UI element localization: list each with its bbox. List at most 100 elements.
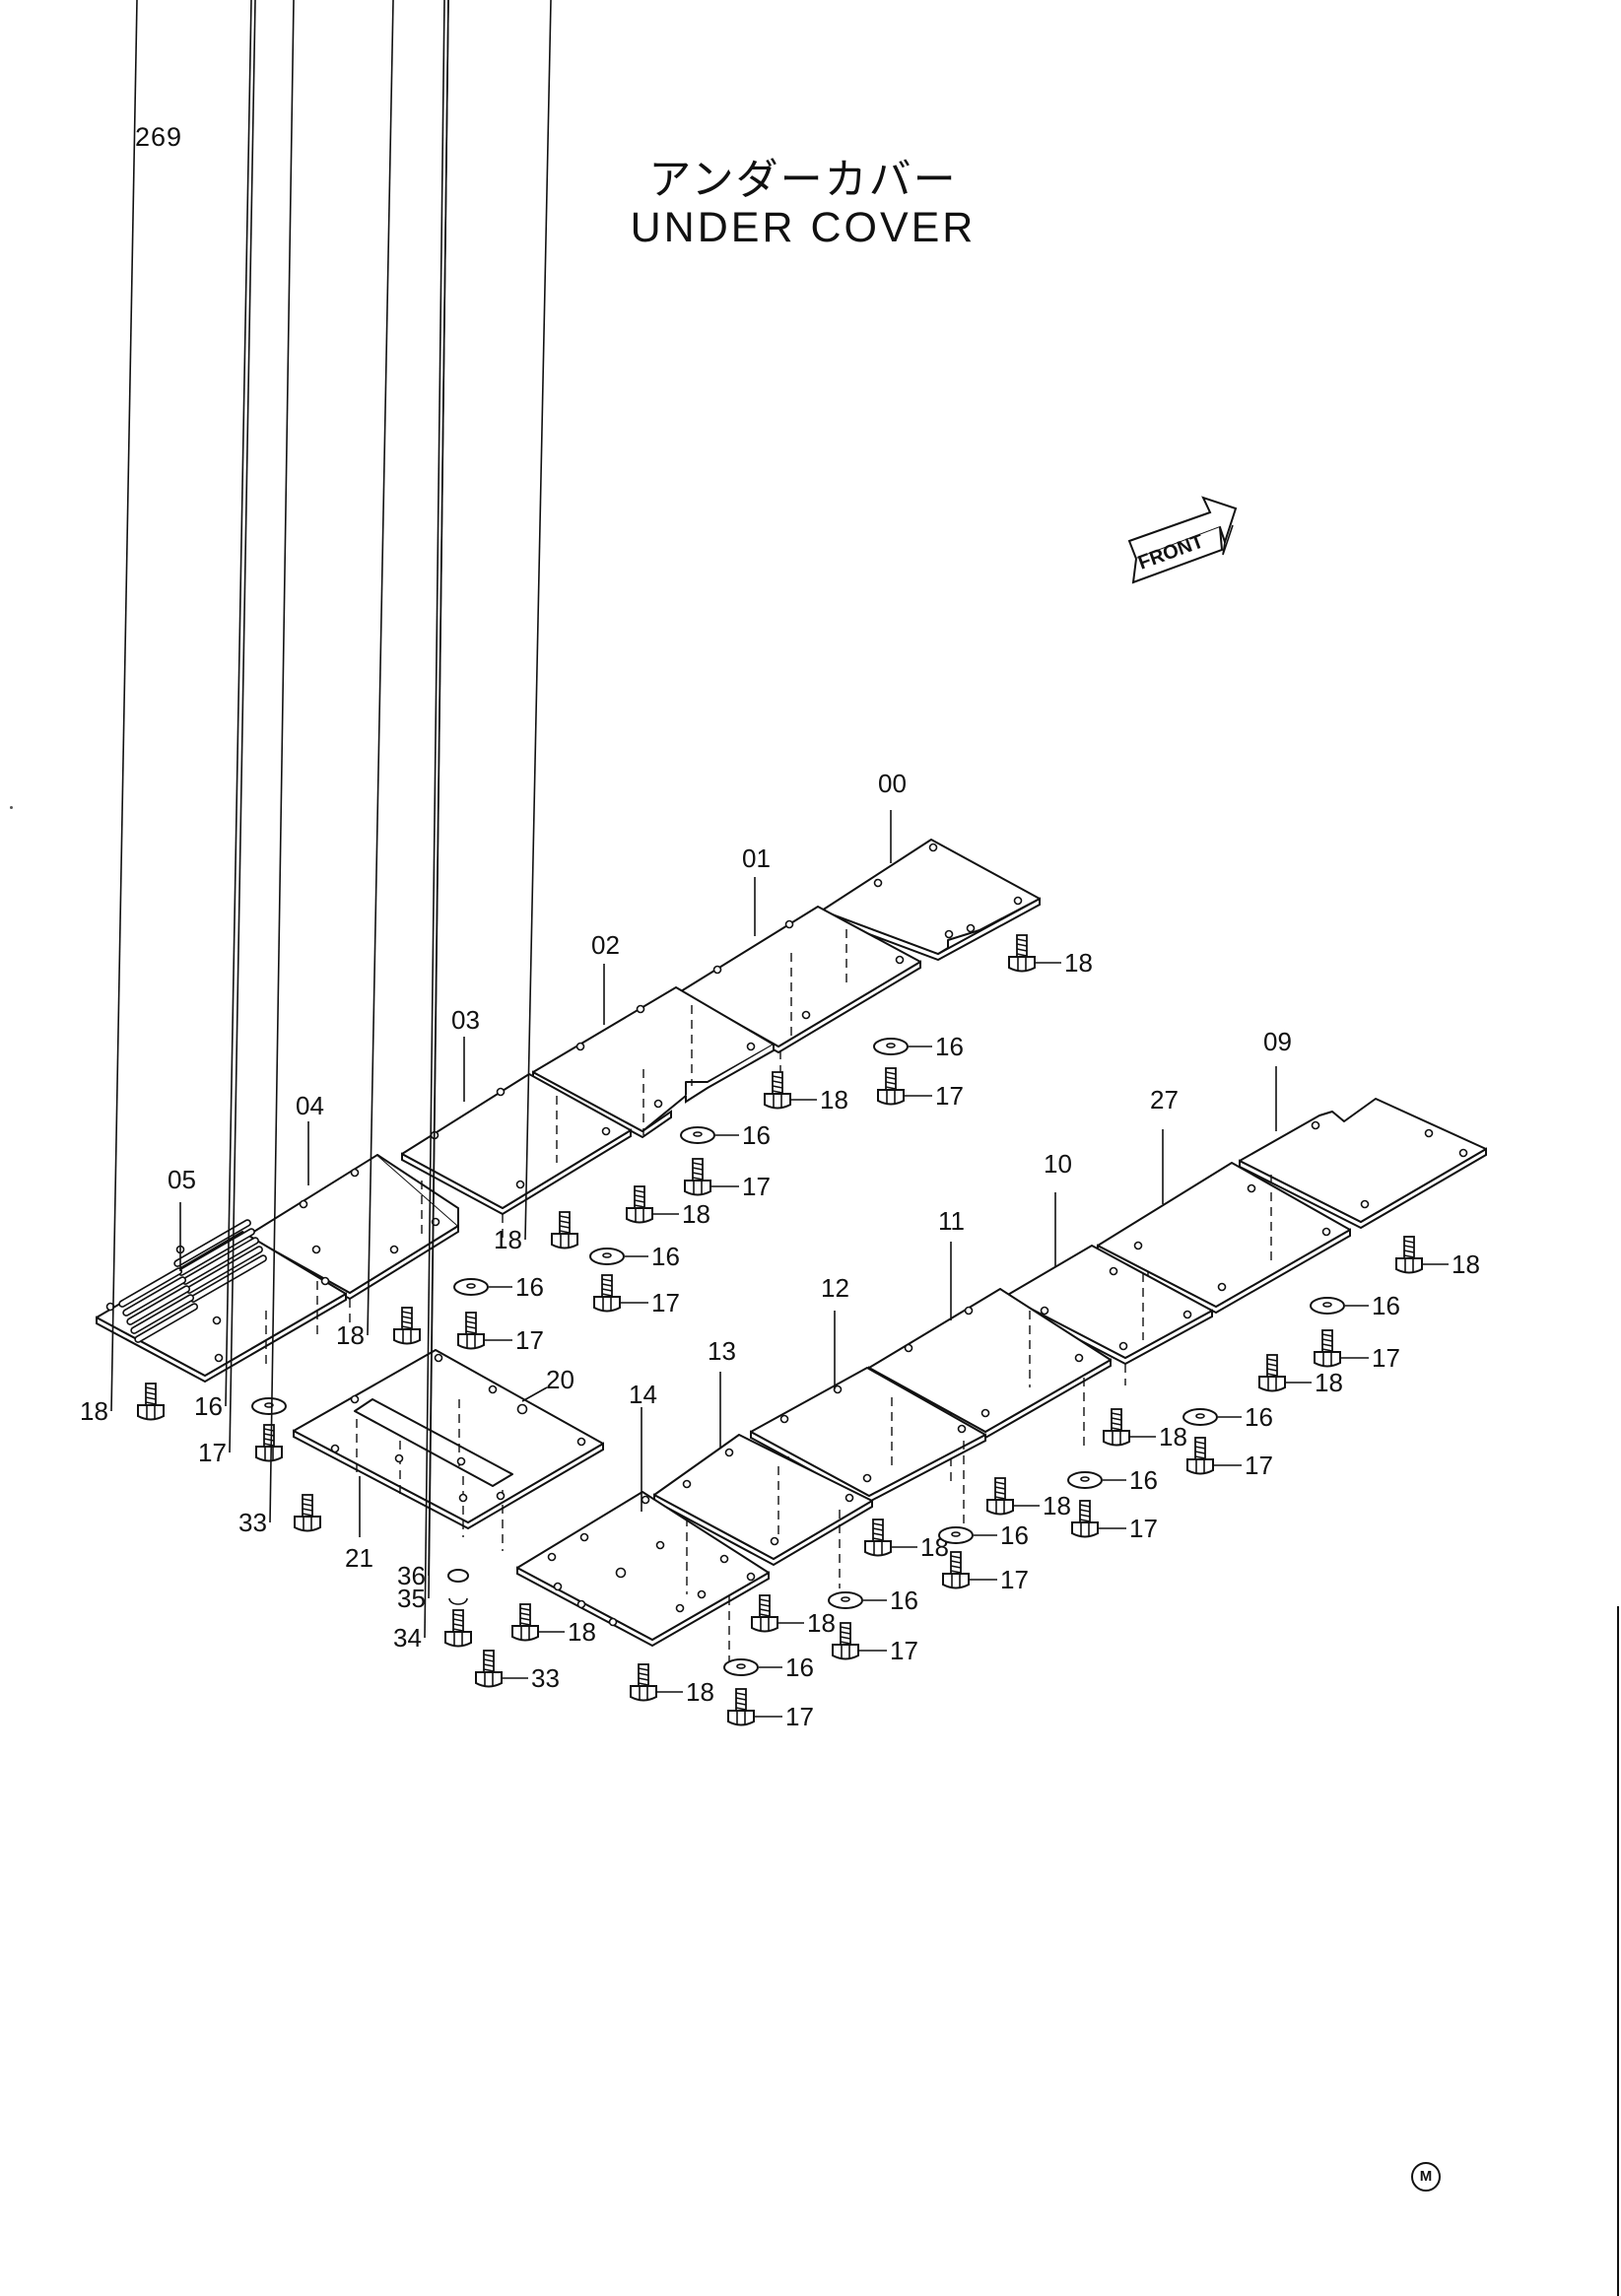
part-number-label: 17 [1245,1451,1273,1480]
part-number-label: 16 [890,1586,918,1615]
part-number-label: 33 [531,1663,560,1693]
bolt-head [511,1625,539,1642]
part-number-label: 18 [820,1085,848,1114]
part-number-label: 18 [1064,948,1093,978]
part-number-label: 17 [651,1288,680,1317]
part-number-label: 35 [397,1584,426,1613]
part-number-label: 18 [807,1608,836,1638]
part-number-label: 16 [742,1120,771,1150]
label-13: 13 [708,1336,736,1366]
label-03: 03 [451,1005,480,1035]
fastener-group: 1818181818181818181818181818161616161616… [80,0,1480,1731]
bolt-head [593,1296,621,1313]
part-number-label: 18 [1159,1422,1187,1452]
plate-row-lower [516,1098,1487,1665]
bolt-head [551,1233,578,1249]
bolt-head [1008,956,1036,973]
part-number-label: 18 [1043,1491,1071,1520]
bolt-head [137,1404,165,1421]
label-00: 00 [878,769,907,798]
washer-icon [447,1569,469,1583]
label-01: 01 [742,844,771,873]
part-number-label: 16 [785,1653,814,1682]
circled-m-icon: M [1411,2162,1441,2192]
bolt-head [393,1328,421,1345]
label-09: 09 [1263,1027,1292,1056]
plate-02 [532,986,775,1139]
label-02: 02 [591,930,620,960]
bolt-head [630,1685,657,1702]
bolt-head [1071,1521,1099,1538]
plate-row-upper [96,839,1041,1384]
plate-20-21 [293,1349,604,1551]
part-number-label: 17 [1000,1565,1029,1594]
front-arrow-icon: FRONT [1127,496,1238,584]
part-number-label: 33 [238,1508,267,1537]
bolt-head [764,1093,791,1110]
title-english: UNDER COVER [630,204,977,251]
bolt-head [986,1499,1014,1516]
plate-00 [821,839,1041,962]
bolt-head [832,1644,859,1660]
part-number-label: 17 [1129,1514,1158,1543]
bolt-head [864,1540,892,1557]
label-27: 27 [1150,1085,1179,1114]
bolt-head [294,1516,321,1532]
bolt-head [684,1180,711,1196]
part-number-label: 16 [935,1032,964,1061]
bolt-head [444,1631,472,1648]
part-number-label: 18 [1315,1368,1343,1397]
plate-03 [401,1073,632,1238]
label-05: 05 [168,1165,196,1194]
bolt-head [626,1207,653,1224]
plate-labels: 00 01 02 03 04 05 09 27 10 11 12 13 14 2… [168,769,1292,1573]
label-10: 10 [1044,1149,1072,1179]
bolt-head [1258,1376,1286,1392]
part-number-label: 17 [742,1172,771,1201]
part-number-label: 18 [494,1225,522,1254]
label-12: 12 [821,1273,849,1303]
part-number-label: 34 [393,1623,422,1653]
part-number-label: 16 [194,1391,223,1421]
plate-27 [1097,1162,1351,1340]
plate-12 [750,1367,986,1531]
bolt-head [1395,1257,1423,1274]
bolt-head [1103,1430,1130,1447]
scan-speck [10,806,13,809]
part-number-label: 16 [1000,1520,1029,1550]
bolt-head [751,1616,778,1633]
label-04: 04 [296,1091,324,1120]
part-number-label: 18 [336,1320,365,1350]
bolt-head [457,1333,485,1350]
part-number-label: 18 [568,1617,596,1647]
part-number-label: 17 [785,1702,814,1731]
part-number-label: 16 [1129,1465,1158,1495]
label-21: 21 [345,1543,373,1573]
part-number-label: 17 [935,1081,964,1111]
label-11: 11 [938,1206,965,1236]
leader-lines [179,810,1277,1537]
part-number-label: 16 [515,1272,544,1302]
bolt-head [1314,1351,1341,1368]
part-number-label: 16 [1245,1402,1273,1432]
part-number-label: 17 [1372,1343,1400,1373]
spring-washer-icon [448,1597,468,1605]
label-14: 14 [629,1380,657,1409]
part-number-label: 18 [682,1199,710,1229]
bolt-head [1186,1458,1214,1475]
part-number-label: 17 [890,1636,918,1665]
part-number-label: 17 [515,1325,544,1355]
part-number-label: 18 [686,1677,714,1707]
bolt-head [475,1671,503,1688]
part-number-label: 18 [80,1396,108,1426]
part-number-label: 36 [397,1561,426,1590]
part-number-label: 17 [198,1438,227,1467]
part-number-label: 18 [1452,1249,1480,1279]
label-20: 20 [546,1365,574,1394]
scan-edge-line [1617,1606,1619,2296]
page-number: 269 [135,122,183,152]
plate-14 [516,1491,770,1665]
part-number-label: 16 [651,1242,680,1271]
bolt-head [255,1446,283,1462]
